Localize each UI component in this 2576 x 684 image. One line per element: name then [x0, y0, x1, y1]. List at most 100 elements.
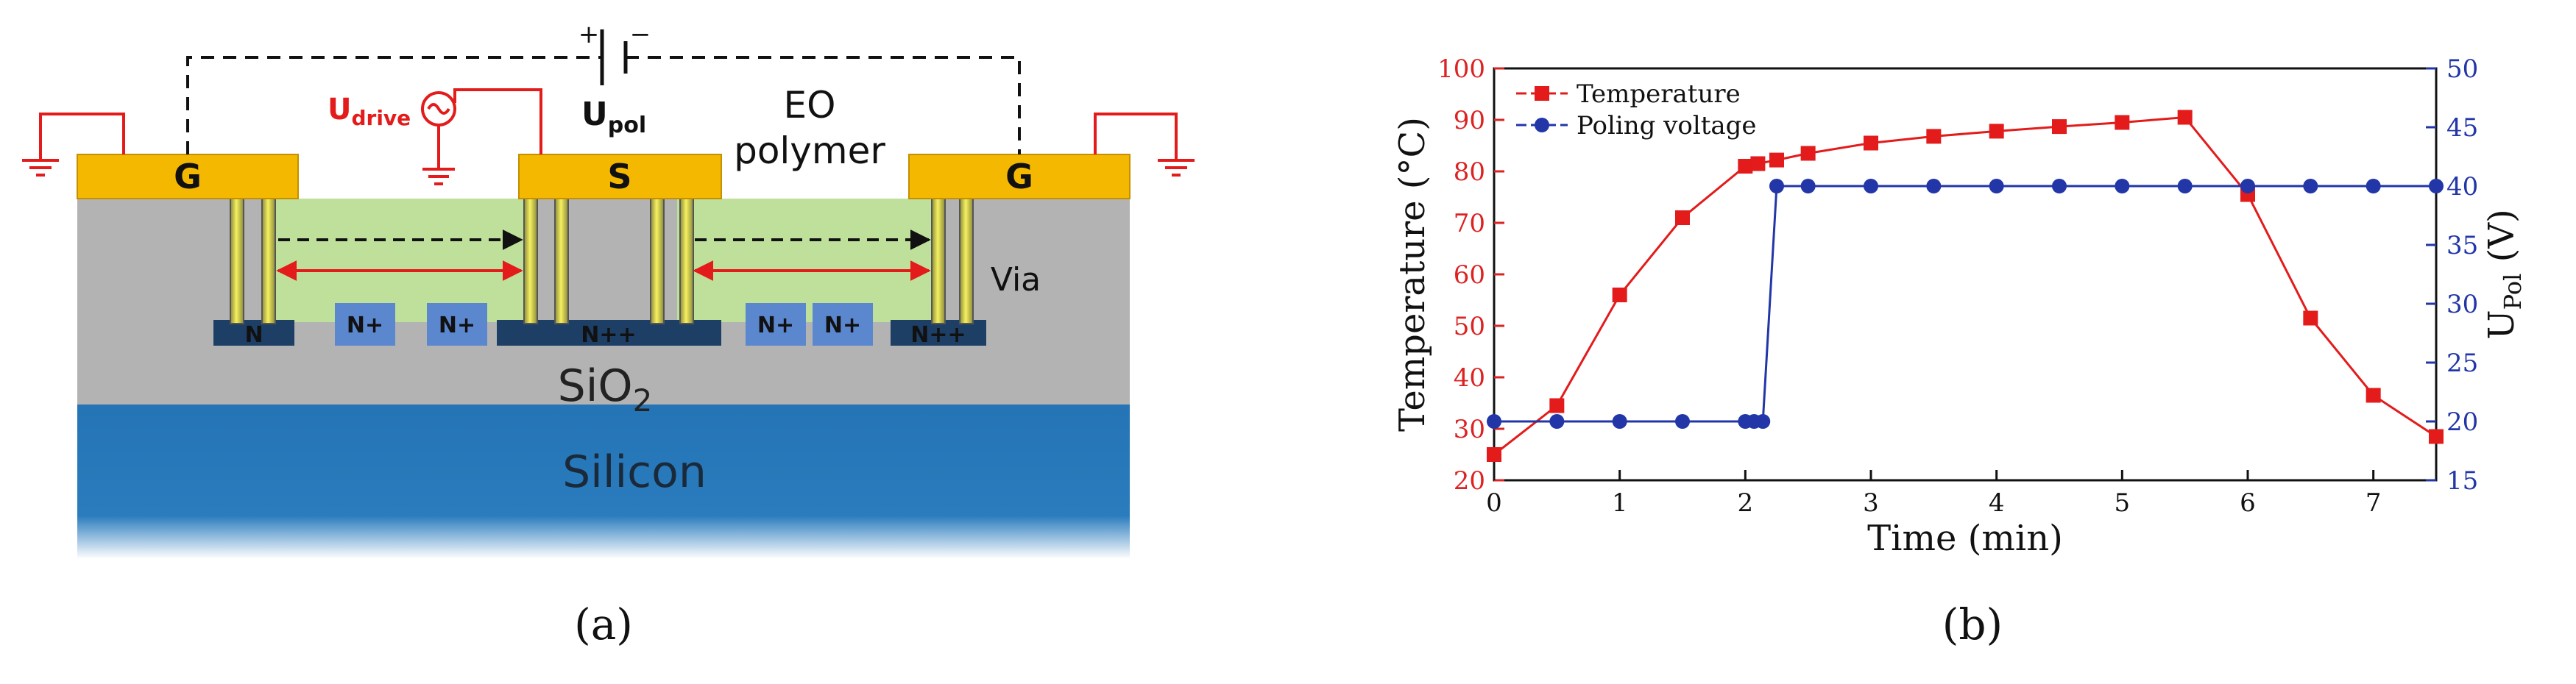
poling-voltage-point	[1755, 414, 1771, 429]
npp-center-label: N++	[581, 322, 636, 348]
poling-voltage-point	[1864, 179, 1878, 193]
ground-electrode-left	[77, 154, 299, 199]
nplus-region-4	[813, 303, 873, 346]
y-right-tick-label: 40	[2446, 172, 2478, 202]
poling-voltage-point	[1549, 414, 1565, 429]
battery-icon	[600, 29, 628, 85]
x-tick-label: 0	[1486, 488, 1502, 518]
nplus-label-1: N+	[347, 313, 383, 338]
temperature-point	[2052, 119, 2067, 135]
temperature-point	[2115, 115, 2130, 130]
x-axis-label: Time (min)	[1867, 518, 2063, 559]
temperature-point	[2429, 429, 2444, 444]
x-tick-label: 3	[1863, 488, 1879, 518]
n-left-label: N	[244, 322, 263, 348]
y-right-tick-label: 15	[2446, 466, 2478, 496]
x-tick-label: 7	[2366, 488, 2382, 518]
silicon-substrate	[77, 405, 1130, 559]
temperature-point	[1989, 124, 2004, 139]
series-layer	[1487, 110, 2444, 462]
via	[523, 198, 538, 324]
poling-voltage-point	[2240, 179, 2255, 193]
y-left-axis-label: Temperature (°C)	[1392, 117, 1433, 432]
temperature-point	[1800, 146, 1816, 161]
y-left-tick-label: 20	[1454, 466, 1485, 496]
poling-circuit-wire	[186, 56, 602, 154]
y-left-tick-label: 100	[1437, 54, 1485, 84]
y-left-tick-label: 80	[1454, 157, 1485, 187]
signal-label: S	[607, 157, 631, 196]
temperature-point	[1612, 288, 1627, 302]
poling-voltage-point	[1769, 179, 1784, 193]
poling-voltage-point	[2429, 179, 2444, 193]
x-tick-label: 6	[2240, 488, 2256, 518]
poling-voltage-point	[1989, 179, 2004, 193]
poling-voltage-point	[2177, 179, 2193, 193]
legend-poling-voltage-label: Poling voltage	[1577, 111, 1757, 140]
y-right-tick-label: 45	[2446, 113, 2478, 143]
n-region-left	[213, 320, 294, 346]
y-left-tick-label: 70	[1454, 209, 1485, 238]
series-line-poling-voltage	[1494, 185, 2436, 423]
npp-right-label: N++	[910, 322, 966, 348]
legend-temperature: Temperature	[1516, 79, 1741, 109]
y-right-tick-label: 50	[2446, 54, 2478, 84]
temperature-point	[1750, 156, 1766, 171]
poling-voltage-point	[1487, 414, 1501, 429]
y-right-tick-label: 25	[2446, 349, 2478, 378]
y-left-tick-label: 60	[1454, 260, 1485, 290]
series-line-temperature	[1493, 115, 2437, 456]
ground-left-label: G	[174, 157, 202, 196]
y-right-tick-label: 20	[2446, 407, 2478, 437]
poling-voltage-point	[1612, 414, 1627, 429]
via	[679, 198, 694, 324]
nplus-region-1	[335, 303, 395, 346]
battery-minus: −	[630, 20, 651, 49]
ground-symbol-icon	[422, 168, 455, 185]
eo-polymer-label-line2: polymer	[734, 129, 885, 172]
ground-electrode-right	[908, 154, 1130, 199]
eo-polymer-label-line1: EO	[784, 84, 836, 127]
ground-wire-left	[39, 113, 125, 160]
udrive-label: Udrive	[328, 93, 411, 130]
poling-voltage-point	[2366, 179, 2381, 193]
via	[230, 198, 244, 324]
poling-voltage-point	[2052, 179, 2067, 193]
nplus-label-3: N+	[757, 313, 794, 338]
temperature-point	[1926, 129, 1942, 144]
x-tick-label: 2	[1738, 488, 1754, 518]
ground-wire-right	[1094, 113, 1178, 160]
ground-right-label: G	[1005, 157, 1033, 196]
signal-electrode	[518, 154, 722, 199]
temperature-point	[2366, 388, 2381, 403]
via	[959, 198, 974, 324]
x-tick-label: 5	[2115, 488, 2131, 518]
poling-voltage-point	[1675, 414, 1690, 429]
poling-voltage-point	[2115, 179, 2130, 193]
y-left-tick-label: 90	[1454, 106, 1485, 135]
poling-voltage-point	[1800, 179, 1816, 193]
poling-voltage-point	[1926, 179, 1942, 193]
temperature-point	[1549, 398, 1565, 413]
temperature-point	[2303, 310, 2318, 326]
via-label: Via	[991, 261, 1041, 299]
eo-polymer-left	[274, 199, 526, 322]
nplus-region-2	[427, 303, 487, 346]
ac-wave-icon	[427, 103, 450, 115]
drive-circuit-wire	[453, 88, 542, 154]
temperature-point	[1675, 210, 1690, 225]
legend-poling-voltage: Poling voltage	[1516, 111, 1757, 140]
caption-b: (b)	[1942, 599, 2003, 649]
silicon-label: Silicon	[562, 446, 707, 498]
temperature-point	[2177, 110, 2193, 125]
y-left-tick-label: 30	[1454, 415, 1485, 444]
via	[261, 198, 276, 324]
sio2-label: SiO2	[558, 360, 653, 418]
legend: Temperature Poling voltage	[1516, 79, 1757, 140]
via	[650, 198, 665, 324]
